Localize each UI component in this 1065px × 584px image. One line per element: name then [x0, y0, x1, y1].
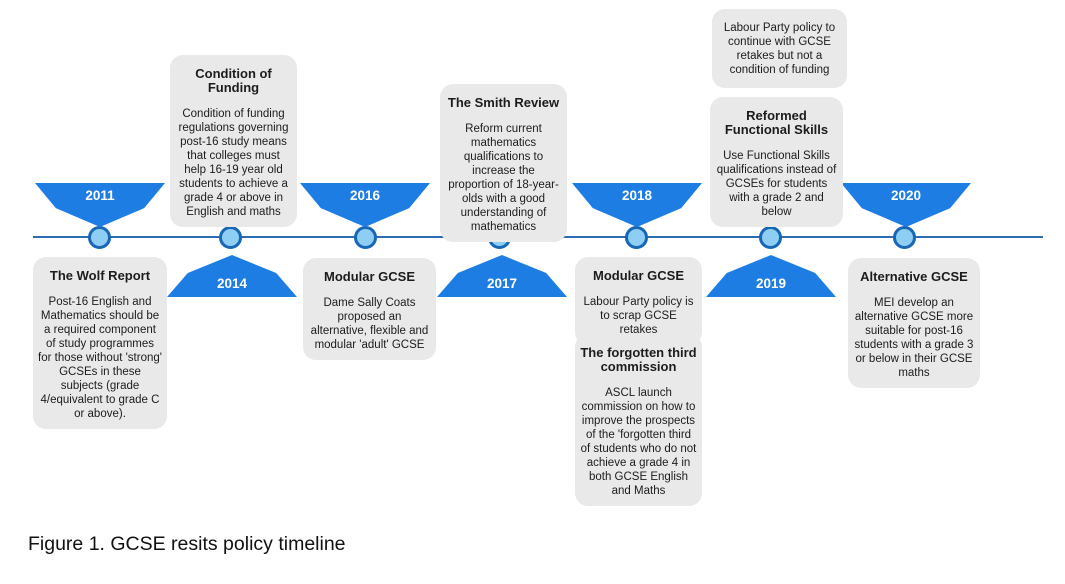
event-box-forgotten-third-commission: The forgotten third commission ASCL laun… — [575, 334, 702, 506]
year-label: 2020 — [890, 188, 922, 203]
event-body: Labour Party policy to continue with GCS… — [723, 21, 836, 76]
event-box-labour-policy-note: Labour Party policy to continue with GCS… — [712, 9, 847, 88]
year-label: 2017 — [486, 276, 518, 291]
event-title: Modular GCSE — [323, 269, 415, 284]
year-banner-2018: 2018 — [572, 183, 702, 227]
year-label: 2016 — [349, 188, 381, 203]
year-label: 2014 — [216, 276, 248, 291]
event-box-modular-gcse-2018: Modular GCSE Labour Party policy is to s… — [575, 257, 702, 345]
event-title: The forgotten third commission — [580, 345, 697, 374]
year-label: 2011 — [85, 188, 115, 203]
event-body: Use Functional Skills qualifications ins… — [716, 150, 837, 218]
event-body: Dame Sally Coats proposed an alternative… — [310, 297, 429, 351]
event-body: Condition of funding regulations governi… — [178, 108, 289, 218]
event-title: Modular GCSE — [592, 268, 684, 283]
year-label: 2019 — [755, 276, 787, 291]
event-title: Condition of Funding — [195, 66, 272, 95]
event-box-modular-gcse-2016: Modular GCSE Dame Sally Coats proposed a… — [303, 258, 436, 360]
event-body: Labour Party policy is to scrap GCSE ret… — [583, 296, 694, 336]
event-body: Reform current mathematics qualification… — [448, 123, 559, 233]
event-box-reformed-functional-skills: Reformed Functional Skills Use Functiona… — [710, 97, 843, 227]
event-body: Post-16 English and Mathematics should b… — [38, 296, 162, 420]
event-box-condition-of-funding: Condition of Funding Condition of fundin… — [170, 55, 297, 227]
event-title: Reformed Functional Skills — [724, 108, 829, 137]
year-banner-2014: 2014 — [167, 255, 297, 297]
event-title: The Smith Review — [447, 95, 560, 110]
year-banner-2017: 2017 — [437, 255, 567, 297]
event-box-wolf-report: The Wolf Report Post-16 English and Math… — [33, 257, 167, 429]
event-body: MEI develop an alternative GCSE more sui… — [854, 297, 974, 379]
year-banner-2020: 2020 — [841, 183, 971, 227]
figure-caption: Figure 1. GCSE resits policy timeline — [28, 533, 346, 555]
timeline-node-2020 — [893, 226, 916, 249]
timeline-node-2016 — [354, 226, 377, 249]
timeline-node-2014 — [219, 226, 242, 249]
event-title: The Wolf Report — [49, 268, 151, 283]
event-title: Alternative GCSE — [860, 269, 968, 284]
timeline-node-2011 — [88, 226, 111, 249]
year-banner-2011: 2011 — [35, 183, 165, 227]
year-banner-2016: 2016 — [300, 183, 430, 227]
timeline-node-2018 — [625, 226, 648, 249]
event-box-alternative-gcse: Alternative GCSE MEI develop an alternat… — [848, 258, 980, 388]
year-label: 2018 — [621, 188, 653, 203]
event-body: ASCL launch commission on how to improve… — [580, 387, 697, 497]
timeline-node-2019 — [759, 226, 782, 249]
year-banner-2019: 2019 — [706, 255, 836, 297]
event-box-smith-review: The Smith Review Reform current mathemat… — [440, 84, 567, 242]
